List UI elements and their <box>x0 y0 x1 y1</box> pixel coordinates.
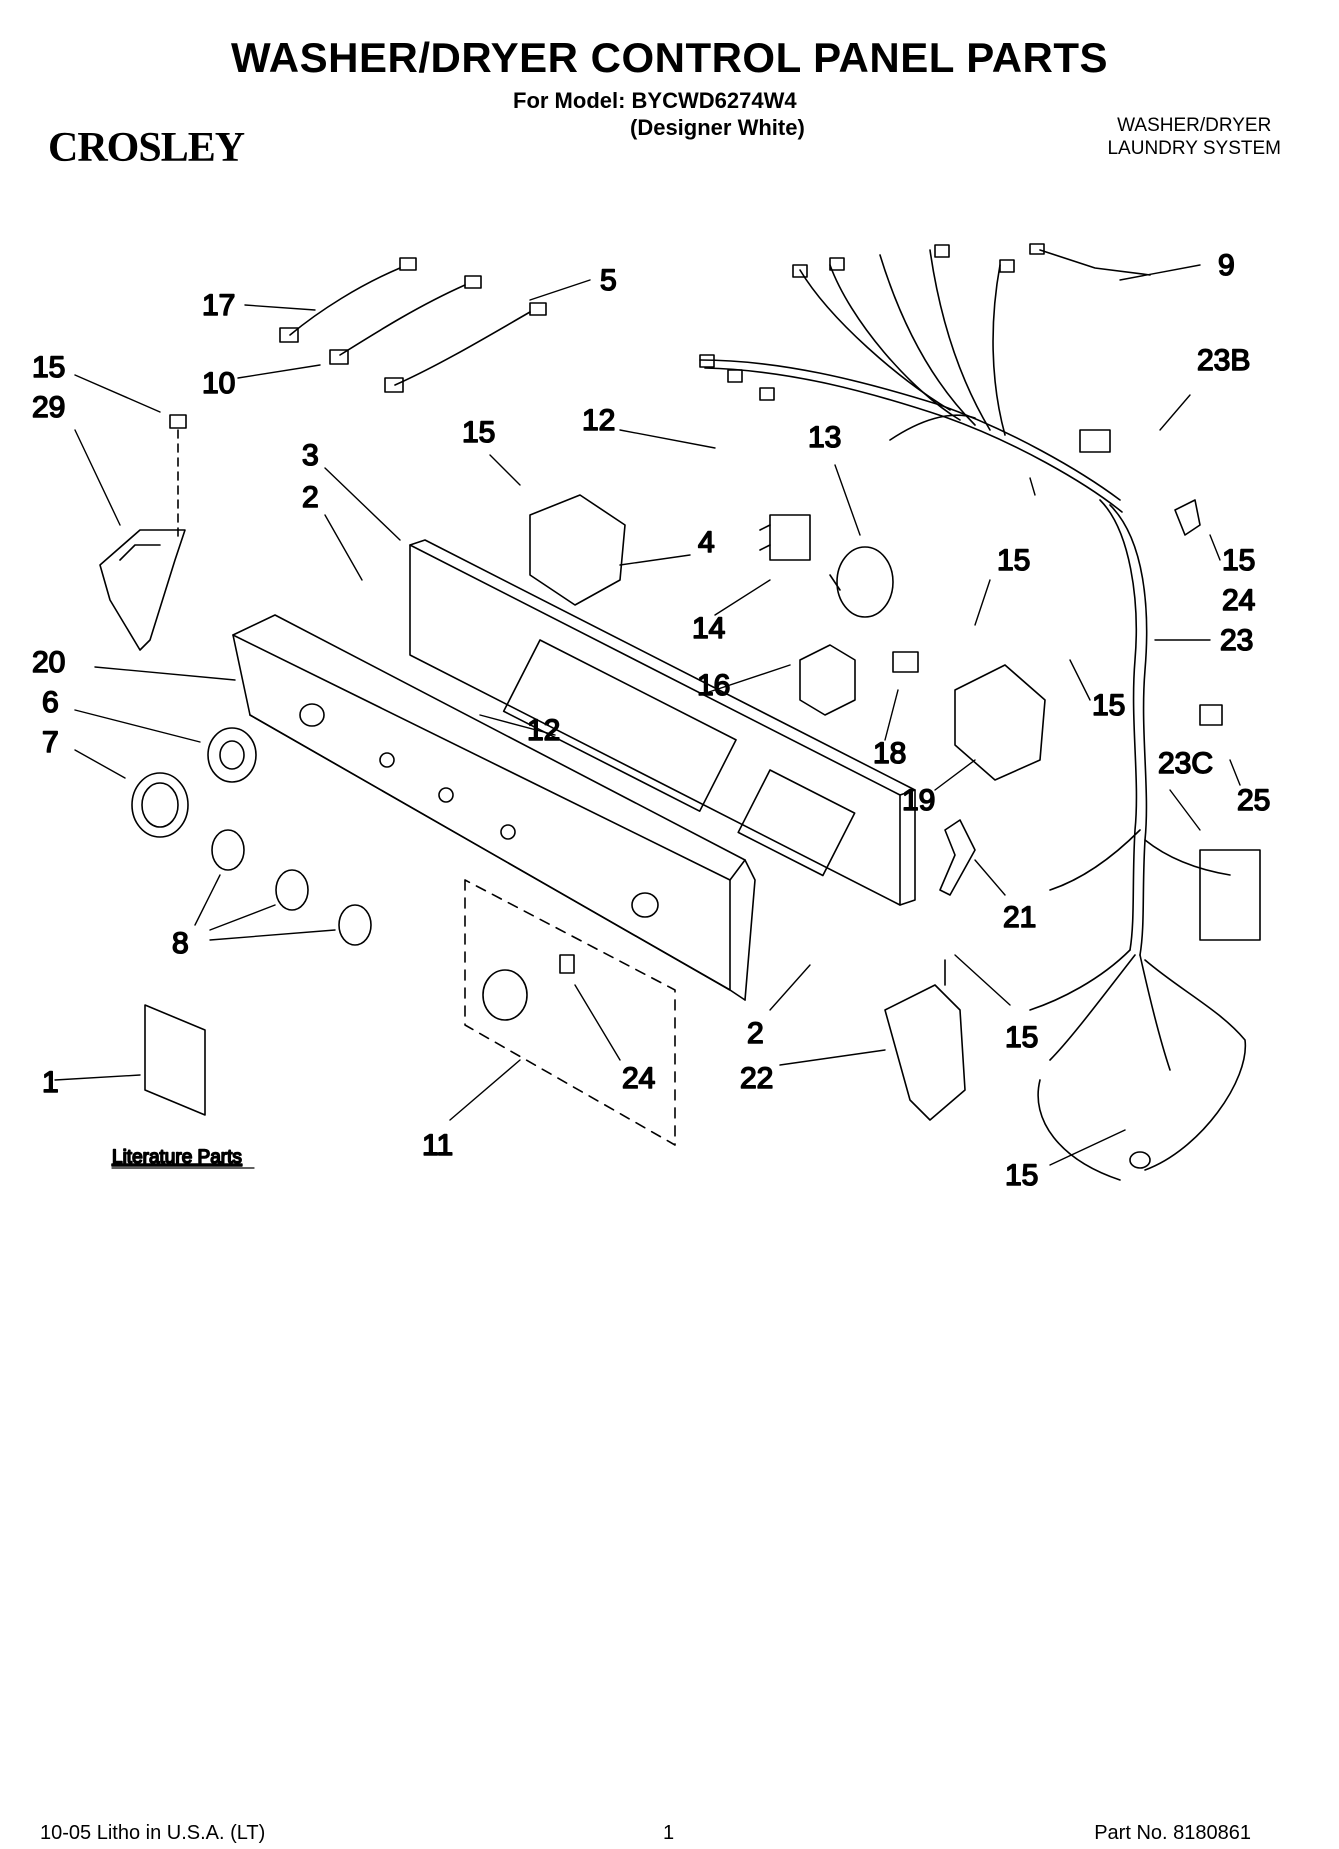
callout-16: 16 <box>697 669 730 702</box>
kit-11-knob <box>482 954 575 1021</box>
callout-21: 21 <box>1003 901 1036 934</box>
brand-logo: CROSLEY <box>48 125 245 171</box>
part-4-bracket <box>529 494 626 606</box>
system-label-line2: LAUNDRY SYSTEM <box>1107 138 1281 159</box>
leader-lines <box>54 264 1241 1166</box>
callout-15-c: 15 <box>1222 544 1255 577</box>
part-18-clip <box>892 651 919 673</box>
page-title: WASHER/DRYER CONTROL PANEL PARTS <box>230 34 1109 81</box>
callout-29: 29 <box>32 391 65 424</box>
callout-9: 9 <box>1218 249 1235 282</box>
callout-7: 7 <box>42 726 59 759</box>
part-25-clip <box>1199 704 1223 726</box>
callout-25: 25 <box>1237 784 1270 817</box>
callout-19: 19 <box>902 784 935 817</box>
part-21-bracket <box>939 819 976 896</box>
part-19-timer <box>954 664 1046 781</box>
callout-22: 22 <box>740 1062 773 1095</box>
callout-10: 10 <box>202 367 235 400</box>
callout-15-a: 15 <box>32 351 65 384</box>
part-number: Part No. 8180861 <box>1094 1822 1251 1844</box>
callout-15-b: 15 <box>462 416 495 449</box>
callout-18: 18 <box>873 737 906 770</box>
callout-12-a: 12 <box>582 404 615 437</box>
callout-12-b: 12 <box>527 714 560 747</box>
callout-5: 5 <box>600 264 617 297</box>
callout-2-b: 2 <box>747 1017 764 1050</box>
callout-2-a: 2 <box>302 481 319 514</box>
knob-7 <box>131 772 189 838</box>
callout-23c: 23C <box>1158 747 1213 780</box>
callout-8: 8 <box>172 927 189 960</box>
part-9-lead <box>1029 243 1151 276</box>
wire-lead-5 <box>384 302 547 393</box>
model-variant: (Designer White) <box>630 115 805 140</box>
part-22-end-cap <box>884 959 966 1121</box>
kit-11-outline <box>464 879 676 1146</box>
callout-15-e: 15 <box>1092 689 1125 722</box>
callout-20: 20 <box>32 646 65 679</box>
page-number: 1 <box>663 1822 675 1844</box>
end-cap-left <box>99 414 187 651</box>
knob-8-group <box>211 829 372 946</box>
print-info: 10-05 Litho in U.S.A. (LT) <box>40 1822 266 1844</box>
callout-4: 4 <box>698 526 715 559</box>
part-14-switch <box>759 514 811 561</box>
knob-bezel-6 <box>207 727 257 783</box>
callout-14: 14 <box>692 612 725 645</box>
part-13-knob-dial <box>829 546 894 618</box>
callout-17: 17 <box>202 289 235 322</box>
callout-3: 3 <box>302 439 319 472</box>
system-label: WASHER/DRYER LAUNDRY SYSTEM <box>1107 114 1281 160</box>
circuit-board-panel <box>409 539 916 906</box>
callout-6: 6 <box>42 686 59 719</box>
wire-lead-10 <box>329 275 482 365</box>
model-number: For Model: BYCWD6274W4 <box>513 88 797 113</box>
callout-15-g: 15 <box>1005 1159 1038 1192</box>
part-16-switch <box>799 644 856 716</box>
callout-13: 13 <box>808 421 841 454</box>
system-label-line1: WASHER/DRYER <box>1117 115 1272 136</box>
callout-23: 23 <box>1220 624 1253 657</box>
callout-11: 11 <box>422 1129 453 1162</box>
callout-15-f: 15 <box>1005 1021 1038 1054</box>
callout-1: 1 <box>42 1066 59 1099</box>
callout-24-b: 24 <box>622 1062 655 1095</box>
literature-booklet <box>144 1004 206 1116</box>
callout-24-a: 24 <box>1222 584 1255 617</box>
callout-23b: 23B <box>1197 344 1250 377</box>
literature-parts-label: Literature Parts <box>112 1147 242 1168</box>
callout-15-d: 15 <box>997 544 1030 577</box>
part-24-clip-right <box>1174 499 1201 536</box>
wire-lead-17 <box>279 257 417 343</box>
wire-harness <box>699 244 1261 1181</box>
control-console <box>232 614 756 1001</box>
